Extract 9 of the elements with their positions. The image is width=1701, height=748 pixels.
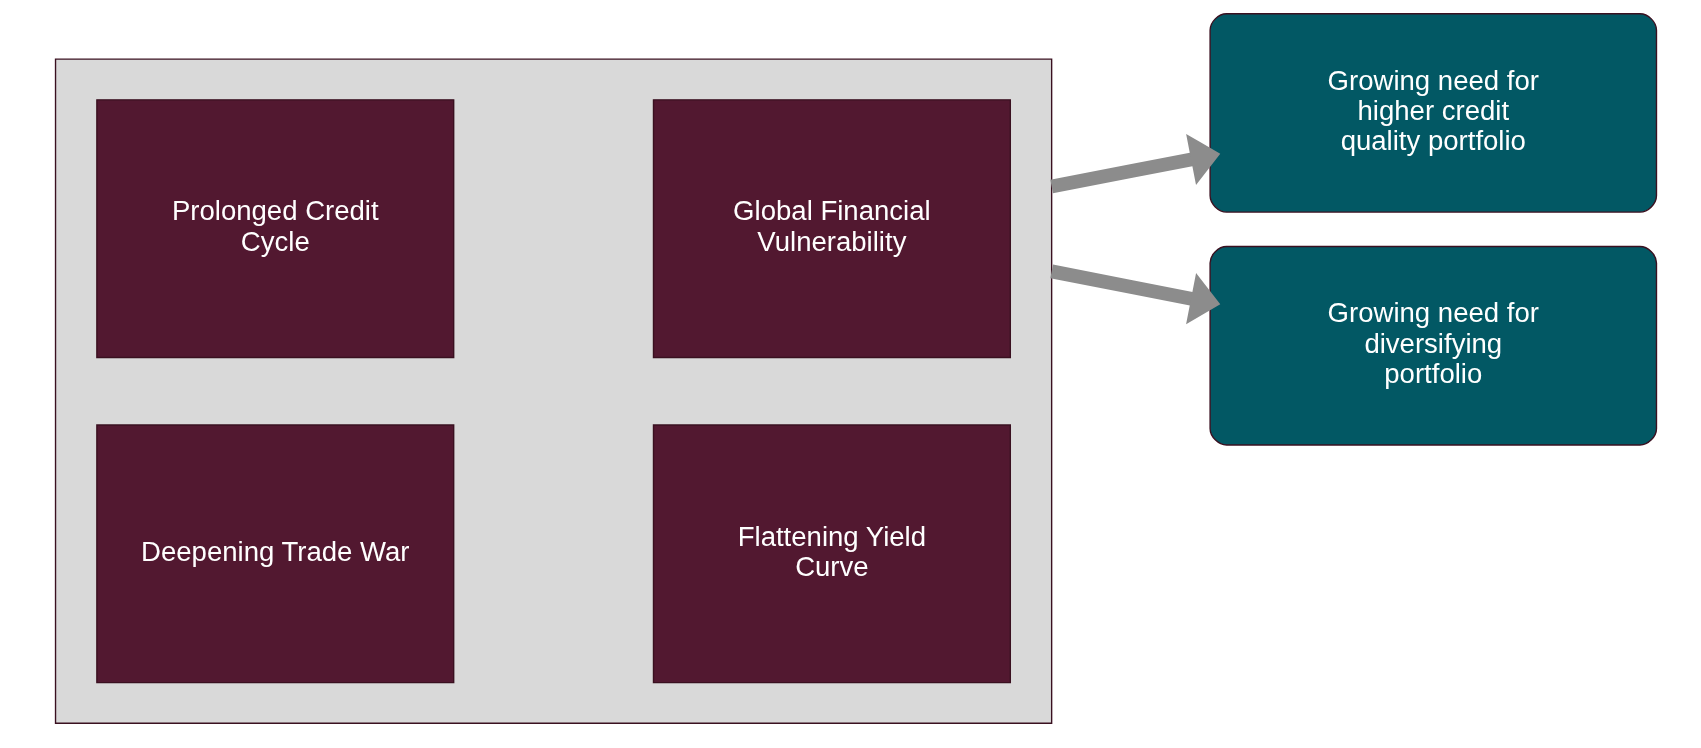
node-box: Global Financial Vulnerability bbox=[652, 99, 1011, 359]
node-box: Flattening Yield Curve bbox=[652, 424, 1011, 684]
node-box: Deepening Trade War bbox=[96, 424, 455, 684]
node-box: Prolonged Credit Cycle bbox=[96, 99, 455, 359]
arrow bbox=[1050, 264, 1221, 325]
node-box: Growing need for higher credit quality portfolio bbox=[1209, 13, 1658, 213]
cluster bbox=[54, 58, 1053, 724]
arrow bbox=[1050, 133, 1221, 194]
node-box: Growing need for diversifying portfolio bbox=[1209, 245, 1658, 446]
